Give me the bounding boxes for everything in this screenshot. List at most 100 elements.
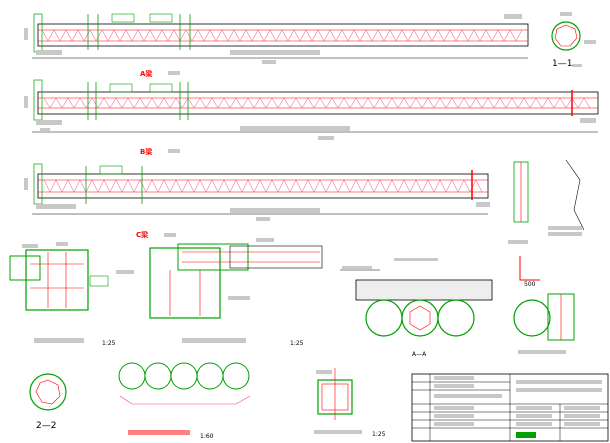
text-placeholder bbox=[518, 350, 566, 354]
title-block bbox=[411, 373, 609, 442]
text-placeholder bbox=[504, 14, 522, 19]
text-placeholder bbox=[36, 204, 76, 209]
text-placeholder bbox=[316, 370, 332, 374]
text-placeholder bbox=[564, 406, 600, 410]
text-placeholder bbox=[56, 242, 68, 246]
text-placeholder bbox=[24, 96, 28, 108]
text-placeholder bbox=[394, 258, 438, 261]
text-placeholder bbox=[262, 60, 276, 64]
text-placeholder bbox=[168, 149, 180, 153]
section-2-2-label: 2—2 bbox=[36, 421, 56, 431]
pile-circle bbox=[401, 299, 439, 337]
pile-circle bbox=[29, 373, 67, 411]
scale-label: 1:60 bbox=[200, 433, 214, 440]
pile-circle bbox=[170, 362, 198, 390]
beam-b-label: B梁 bbox=[140, 147, 153, 156]
beam-stub bbox=[177, 243, 249, 271]
text-placeholder bbox=[434, 414, 474, 418]
text-placeholder bbox=[256, 217, 270, 221]
text-placeholder bbox=[314, 430, 362, 434]
text-placeholder bbox=[564, 414, 600, 418]
tie-bar bbox=[119, 395, 251, 405]
beam-elevation-1 bbox=[24, 13, 529, 64]
scale-label: 1:25 bbox=[372, 431, 386, 438]
scale-label: 1:25 bbox=[102, 340, 116, 347]
pile-circle bbox=[144, 362, 172, 390]
section-1-1: 1—1 bbox=[551, 12, 596, 69]
callout-box bbox=[109, 83, 133, 93]
rebar-detail-vertical bbox=[508, 159, 585, 244]
beam-elevation-b: B梁 bbox=[24, 147, 490, 221]
pile-circle bbox=[437, 299, 475, 337]
rebar-ring bbox=[35, 379, 61, 405]
text-placeholder bbox=[228, 296, 250, 300]
text-placeholder bbox=[516, 380, 602, 384]
callout-box bbox=[149, 83, 173, 93]
section-a-a: A—A bbox=[340, 258, 493, 358]
text-placeholder bbox=[476, 202, 490, 207]
pile-group-plan: 1:60 bbox=[118, 362, 251, 440]
callout-box bbox=[149, 13, 173, 23]
beam-outline bbox=[37, 173, 489, 199]
text-placeholder bbox=[182, 338, 246, 343]
text-placeholder bbox=[434, 422, 474, 426]
pile-circle bbox=[513, 299, 551, 337]
text-placeholder bbox=[564, 422, 600, 426]
beam-outline bbox=[37, 23, 529, 47]
slab-section bbox=[355, 279, 493, 301]
text-placeholder bbox=[318, 136, 334, 140]
text-placeholder bbox=[240, 126, 350, 131]
hook-dimension: 500 bbox=[524, 281, 536, 288]
joint-outline bbox=[149, 247, 221, 319]
text-placeholder bbox=[516, 406, 552, 410]
section-a-a-label: A—A bbox=[412, 351, 427, 358]
joint-detail-3: 1:25 bbox=[314, 368, 386, 438]
text-placeholder bbox=[24, 178, 28, 190]
section-2-2: 2—2 bbox=[29, 373, 67, 431]
rebar-detail-right: 500 bbox=[513, 226, 582, 354]
stirrup-zigzag bbox=[41, 29, 523, 42]
beam-c-label: C梁 bbox=[136, 230, 149, 239]
text-placeholder bbox=[434, 376, 474, 380]
text-placeholder bbox=[516, 414, 552, 418]
pile-circle bbox=[222, 362, 250, 390]
text-placeholder bbox=[22, 244, 38, 248]
pile-circle bbox=[196, 362, 224, 390]
text-placeholder bbox=[434, 384, 474, 388]
pile-circle bbox=[118, 362, 146, 390]
text-placeholder bbox=[516, 422, 552, 426]
text-placeholder bbox=[560, 12, 572, 16]
text-placeholder bbox=[434, 394, 502, 398]
text-placeholder bbox=[164, 233, 176, 237]
text-placeholder bbox=[116, 270, 134, 274]
text-placeholder bbox=[40, 128, 50, 132]
text-placeholder bbox=[342, 266, 372, 269]
beam-a-label: A梁 bbox=[140, 69, 153, 78]
beam-elevation-a: A梁 bbox=[24, 69, 599, 140]
callout-box bbox=[99, 165, 123, 175]
text-placeholder bbox=[36, 50, 62, 55]
text-placeholder bbox=[230, 50, 320, 55]
text-placeholder bbox=[168, 71, 180, 75]
text-placeholder bbox=[572, 64, 582, 67]
section-1-1-label: 1—1 bbox=[552, 59, 572, 69]
pile-circle bbox=[551, 21, 581, 51]
scale-label: 1:25 bbox=[290, 340, 304, 347]
text-placeholder bbox=[580, 118, 596, 123]
bent-bar bbox=[565, 159, 585, 231]
pile-circle bbox=[365, 299, 403, 337]
text-placeholder bbox=[24, 28, 28, 40]
text-placeholder bbox=[516, 388, 602, 392]
rebar-ring bbox=[409, 305, 431, 331]
text-placeholder bbox=[34, 338, 84, 343]
text-placeholder bbox=[230, 208, 320, 213]
beam-outline bbox=[37, 91, 599, 115]
text-placeholder bbox=[256, 238, 274, 242]
joint-outline bbox=[9, 255, 41, 281]
joint-detail-2: 1:25 bbox=[149, 238, 323, 347]
hook-bar bbox=[519, 256, 540, 281]
text-placeholder bbox=[548, 232, 582, 236]
text-placeholder bbox=[36, 120, 62, 125]
